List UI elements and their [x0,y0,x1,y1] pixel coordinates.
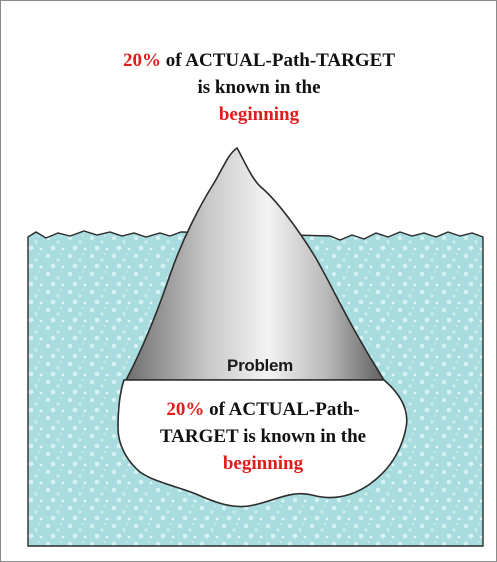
bottom-caption-end: beginning [222,453,304,474]
iceberg-label: Problem [227,356,293,375]
bottom-caption-middle: of ACTUAL-Path-TARGET is known in the [159,399,367,447]
top-caption-end: beginning [218,104,300,125]
iceberg-submerged [117,379,408,508]
bottom-caption-percent: 20% [166,399,205,420]
top-caption: 20% of ACTUAL-Path-TARGET is known in th… [118,47,400,128]
bottom-caption: 20% of ACTUAL-Path-TARGET is known in th… [130,396,396,477]
top-caption-percent: 20% [123,50,161,71]
top-caption-middle: of ACTUAL-Path-TARGET is known in the [161,50,395,98]
